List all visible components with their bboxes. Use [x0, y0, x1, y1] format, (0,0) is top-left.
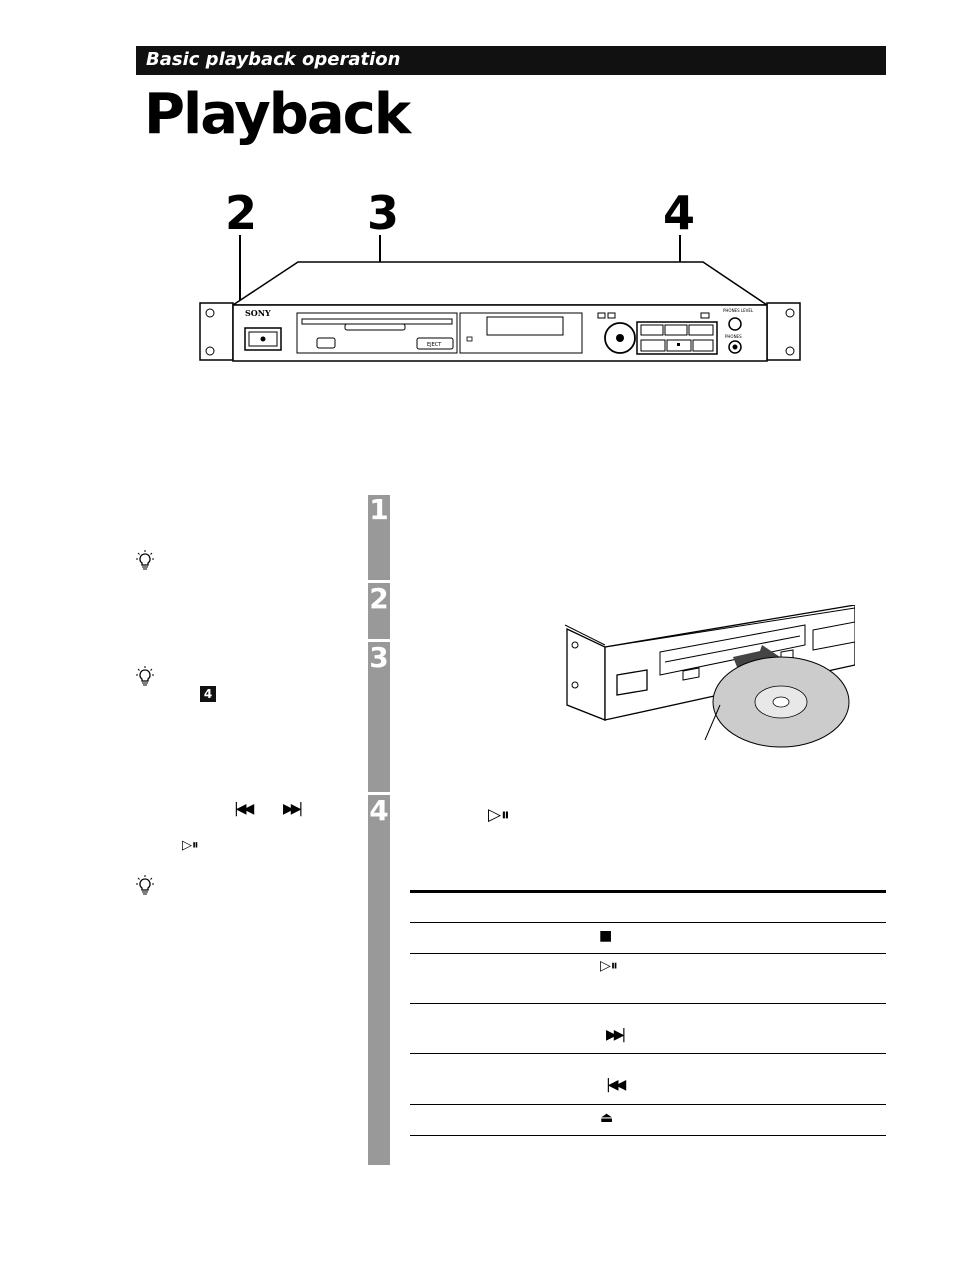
play-pause-icon: ▷⏸ — [182, 838, 199, 853]
phones-level-label: PHONES LEVEL — [723, 308, 754, 313]
previous-track-icon: |◀◀ — [234, 801, 254, 817]
table-bottom-rule — [410, 1135, 886, 1136]
step-bar-3 — [368, 642, 390, 792]
eject-icon: ⏏ — [600, 1110, 614, 1126]
step-reference-badge: 4 — [200, 686, 216, 702]
section-label: Basic playback operation — [146, 49, 401, 70]
section-header-bar: Basic playback operation — [136, 46, 886, 75]
phones-label: PHONES — [725, 334, 742, 339]
minidisc-deck-illustration: SONY EJECT PHONES LEVEL PHONES — [199, 235, 801, 362]
table-row-rule — [410, 922, 886, 923]
callout-2: 2 — [225, 186, 258, 240]
next-track-icon: ▶▶| — [606, 1027, 626, 1043]
table-row-rule — [410, 1003, 886, 1004]
lightbulb-hint-icon — [136, 875, 154, 895]
table-row-rule — [410, 1104, 886, 1105]
step-number-3: 3 — [369, 641, 389, 674]
step-bar-4 — [368, 795, 390, 1165]
lightbulb-hint-icon — [136, 666, 154, 686]
svg-text:EJECT: EJECT — [427, 342, 442, 348]
table-row-rule — [410, 1053, 886, 1054]
next-track-icon: ▶▶| — [283, 801, 303, 817]
brand-logo: SONY — [245, 308, 271, 318]
step-number-2: 2 — [369, 582, 389, 615]
previous-track-icon: |◀◀ — [606, 1077, 626, 1093]
page-title: Playback — [144, 82, 411, 147]
play-pause-icon: ▷⏸ — [600, 958, 618, 974]
table-row-rule — [410, 953, 886, 954]
callout-4: 4 — [663, 186, 696, 240]
step-bar-2 — [368, 583, 390, 639]
disc-insertion-illustration — [564, 605, 855, 748]
lightbulb-hint-icon — [136, 550, 154, 570]
step-number-1: 1 — [369, 493, 389, 526]
callout-3: 3 — [367, 186, 400, 240]
stop-icon: ■ — [599, 928, 613, 944]
table-top-rule — [410, 890, 886, 893]
step-bar-1 — [368, 495, 390, 580]
step-number-4: 4 — [369, 794, 389, 827]
play-pause-icon: ▷⏸ — [488, 805, 510, 825]
